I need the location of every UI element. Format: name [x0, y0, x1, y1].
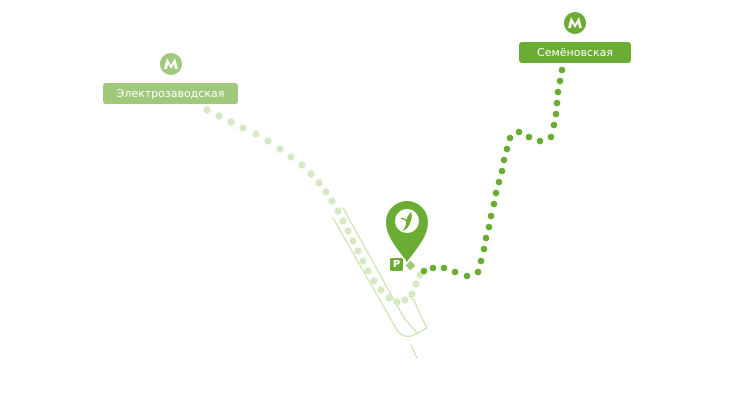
route-marker	[405, 260, 416, 271]
route-elektrozavodskaya	[203, 106, 424, 306]
route-dot	[474, 268, 482, 276]
route-dot	[401, 296, 409, 304]
route-dot	[515, 128, 523, 136]
street-outline	[332, 207, 428, 359]
route-dot	[482, 234, 490, 242]
route-dot	[298, 161, 306, 169]
route-dot	[377, 286, 385, 294]
route-dot	[364, 267, 372, 275]
route-dot	[215, 112, 223, 120]
route-dot	[487, 212, 495, 220]
route-dot	[385, 294, 393, 302]
route-dot	[503, 145, 511, 153]
street-line	[332, 207, 428, 359]
route-dot	[463, 272, 471, 280]
station-label-semenovskaya[interactable]: Семёновская	[519, 42, 631, 63]
route-dot	[276, 145, 284, 153]
route-dot	[440, 264, 448, 272]
route-dot	[412, 280, 420, 288]
route-dot	[408, 290, 416, 298]
station-label-elektrozavodskaya[interactable]: Электрозаводская	[103, 83, 238, 104]
route-dot	[506, 134, 514, 142]
metro-icon[interactable]	[160, 53, 182, 75]
route-dot	[344, 227, 352, 235]
route-dot	[420, 267, 428, 275]
route-semenovskaya	[405, 66, 566, 280]
route-dot	[451, 268, 459, 276]
route-dot	[536, 137, 544, 145]
route-dot	[239, 124, 247, 132]
route-dot	[359, 257, 367, 265]
route-dot	[349, 237, 357, 245]
location-pin-icon[interactable]	[386, 201, 428, 262]
route-dot	[307, 170, 315, 178]
route-dot	[477, 257, 485, 265]
route-dot	[554, 88, 562, 96]
route-dot	[287, 153, 295, 161]
route-dot	[315, 179, 323, 187]
route-dot	[485, 223, 493, 231]
route-dot	[495, 178, 503, 186]
route-dot	[492, 189, 500, 197]
route-dot	[328, 197, 336, 205]
route-dot	[370, 277, 378, 285]
parking-icon[interactable]: P	[390, 258, 403, 271]
route-dot	[480, 245, 488, 253]
route-dot	[500, 156, 508, 164]
route-dot	[252, 130, 260, 138]
route-dot	[203, 106, 211, 114]
route-dot	[556, 77, 564, 85]
route-dot	[339, 217, 347, 225]
route-dot	[525, 133, 533, 141]
route-dot	[553, 99, 561, 107]
route-dot	[393, 298, 401, 306]
route-dot	[490, 200, 498, 208]
route-dot	[550, 121, 558, 129]
route-dot	[227, 118, 235, 126]
route-dot	[552, 110, 560, 118]
route-dot	[264, 137, 272, 145]
route-dot	[429, 264, 437, 272]
route-dot	[498, 167, 506, 175]
metro-icon[interactable]	[564, 12, 586, 34]
route-dot	[322, 188, 330, 196]
route-dot	[354, 247, 362, 255]
route-dot	[547, 133, 555, 141]
route-dot	[334, 207, 342, 215]
route-dot	[558, 66, 566, 74]
